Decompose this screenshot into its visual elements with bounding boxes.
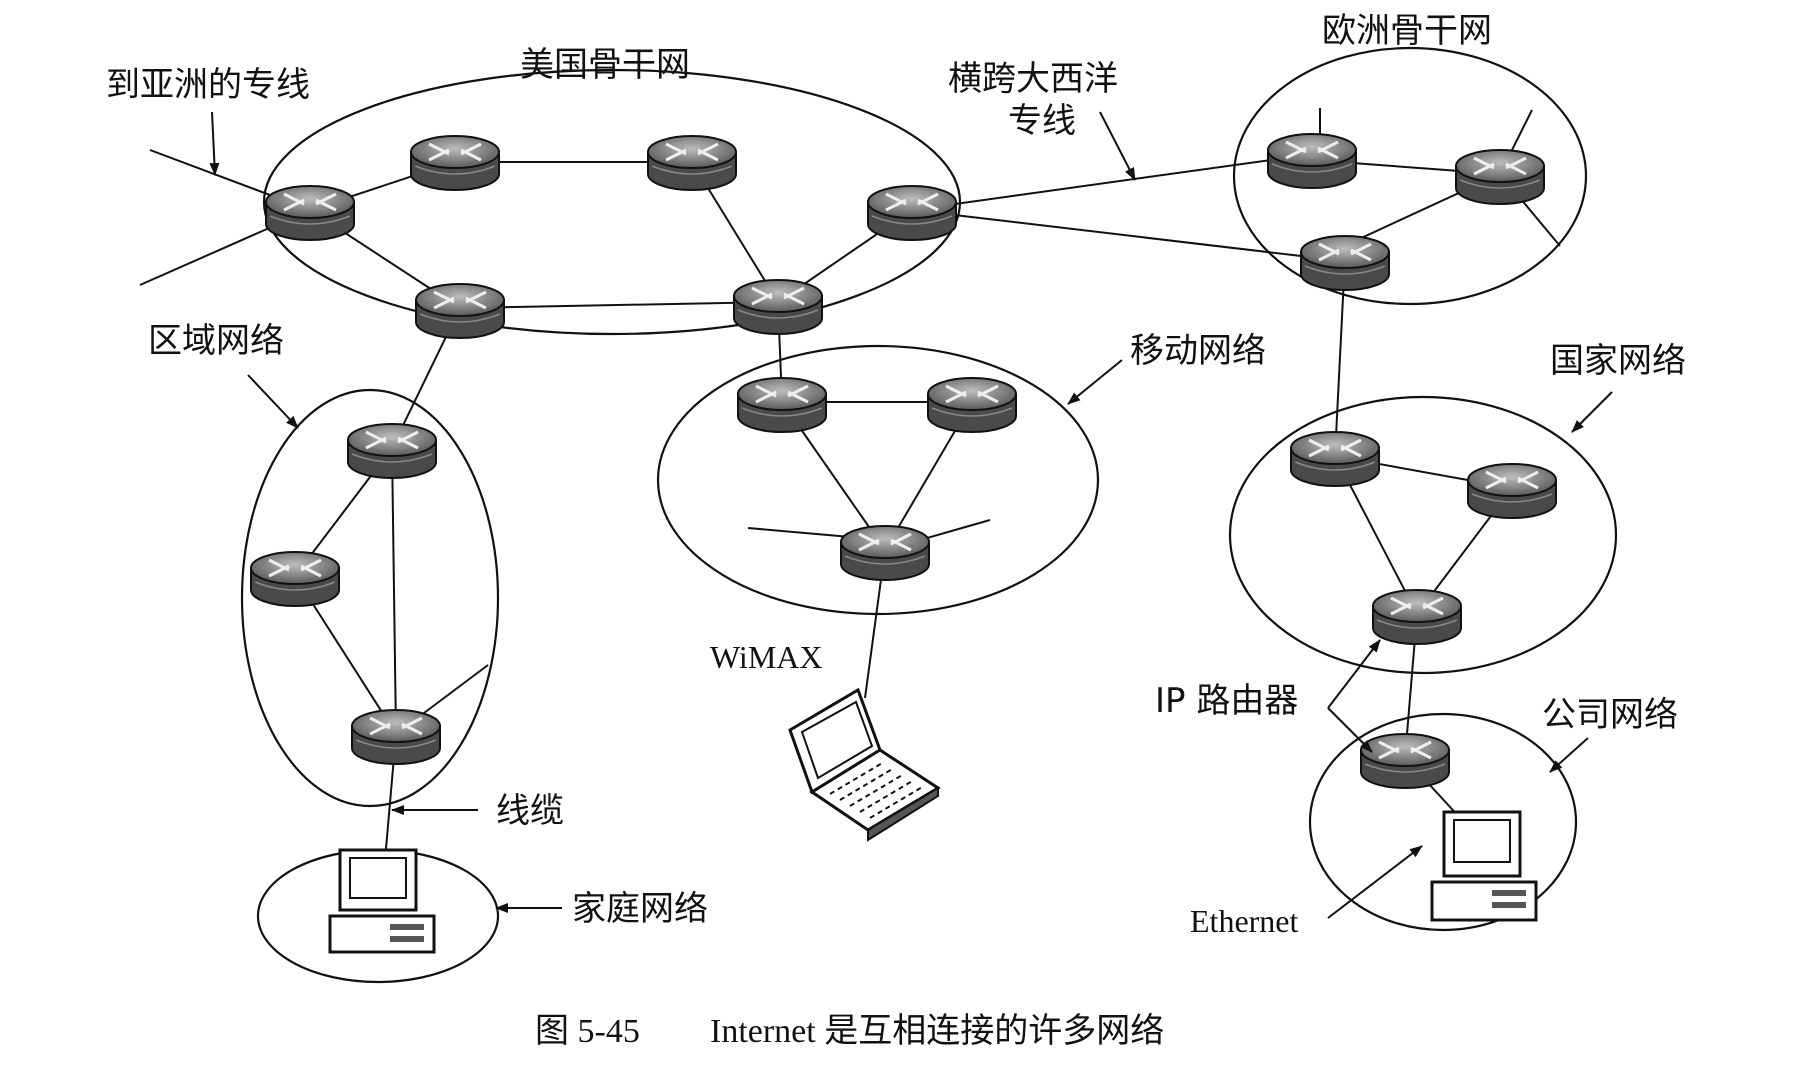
- regional-network-ellipse: [240, 388, 500, 808]
- label-mobile-network: 移动网络: [1130, 331, 1266, 371]
- company-network-ellipse: [1308, 712, 1578, 932]
- desktop-computer-icon: [328, 848, 436, 954]
- mobile-arrow: [1067, 359, 1123, 405]
- pointer-arrows: [209, 111, 1613, 919]
- router-icon: [1466, 462, 1558, 520]
- network-regions: [240, 46, 1618, 984]
- router-icon: [350, 708, 442, 766]
- router-icon: [1289, 430, 1381, 488]
- router-icon: [1371, 588, 1463, 646]
- router-icon: [866, 184, 958, 242]
- label-atlantic-line-1: 横跨大西洋: [948, 59, 1118, 99]
- national-arrow: [1571, 391, 1613, 433]
- regional-link-2: [391, 447, 397, 735]
- label-national-network: 国家网络: [1550, 341, 1686, 381]
- label-regional-network: 区域网络: [148, 321, 284, 361]
- figure-caption: 图 5-45 Internet 是互相连接的许多网络: [535, 1012, 1164, 1050]
- us-backbone-ellipse: [262, 68, 962, 336]
- caption-text: Internet 是互相连接的许多网络: [710, 1012, 1164, 1050]
- label-ip-router: IP 路由器: [1155, 681, 1298, 721]
- laptop-icon: [788, 687, 941, 842]
- diagram-labels: 到亚洲的专线 美国骨干网 横跨大西洋 专线 欧洲骨干网 区域网络 移动网络 国家…: [106, 11, 1686, 939]
- label-home-network: 家庭网络: [572, 889, 708, 929]
- router-icon: [839, 524, 931, 582]
- routers: [249, 132, 1558, 790]
- caption-number: 图 5-45: [535, 1013, 640, 1050]
- router-icon: [346, 422, 438, 480]
- eu-national-link: [1334, 257, 1346, 457]
- label-asia-line: 到亚洲的专线: [106, 65, 310, 105]
- router-icon: [1266, 132, 1358, 190]
- atlantic-link-2: [911, 209, 1319, 259]
- company-arrow: [1549, 737, 1589, 773]
- national-network-ellipse: [1228, 395, 1618, 675]
- router-icon: [736, 376, 828, 434]
- atlantic-link-1: [911, 157, 1286, 211]
- router-icon: [926, 376, 1018, 434]
- router-icon: [264, 184, 356, 242]
- us-link-5: [459, 301, 779, 309]
- desktop-computer-icon: [1430, 810, 1538, 922]
- label-wimax: WiMAX: [710, 639, 822, 675]
- label-ethernet: Ethernet: [1190, 903, 1299, 939]
- label-cable: 线缆: [496, 791, 564, 831]
- label-company-network: 公司网络: [1542, 695, 1678, 735]
- eu-backbone-ellipse: [1232, 46, 1588, 306]
- ethernet-arrow: [1327, 845, 1423, 919]
- regional-arrow: [247, 374, 299, 429]
- atlantic-arrow: [1099, 111, 1136, 181]
- router-icon: [414, 282, 506, 340]
- router-icon: [1299, 234, 1391, 292]
- router-icon: [409, 134, 501, 192]
- mobile-network-ellipse: [656, 344, 1100, 616]
- ip-router-arrow-1: [1327, 639, 1381, 709]
- label-eu-backbone: 欧洲骨干网: [1322, 11, 1492, 51]
- asia-arrow: [209, 111, 220, 176]
- label-us-backbone: 美国骨干网: [520, 45, 690, 85]
- label-atlantic-line-2: 专线: [1008, 101, 1076, 141]
- router-icon: [1454, 148, 1546, 206]
- router-icon: [732, 278, 824, 336]
- router-icon: [1359, 732, 1451, 790]
- router-icon: [646, 134, 738, 192]
- router-icon: [249, 550, 341, 608]
- ip-router-arrow-2: [1327, 707, 1373, 753]
